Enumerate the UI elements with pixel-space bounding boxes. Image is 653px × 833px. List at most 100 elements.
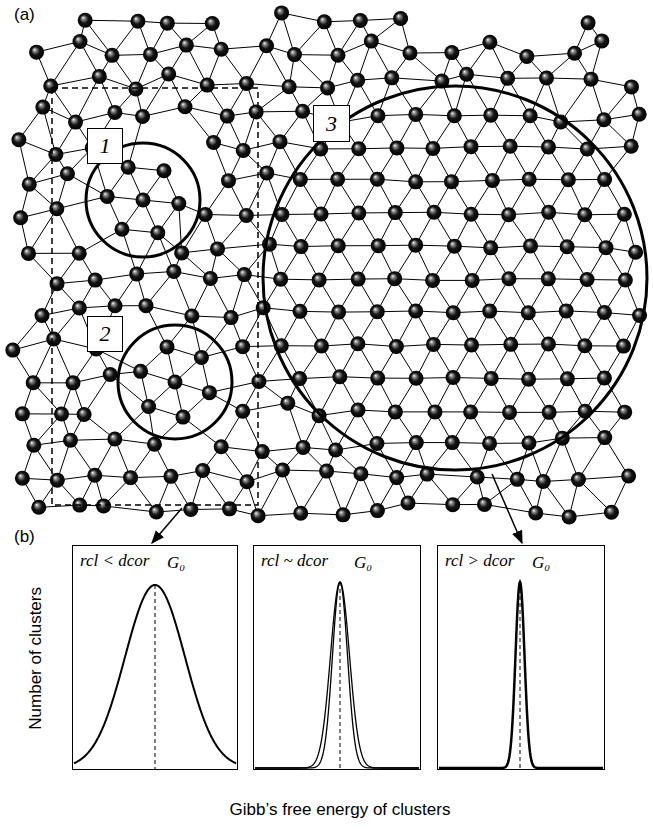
atom-sphere [482,436,497,451]
atom-sphere [259,165,274,180]
bond-line [258,470,282,516]
atom-sphere [13,210,28,225]
atom-sphere [179,38,194,53]
atom-sphere [26,375,41,390]
atom-sphere [60,166,75,181]
atom-sphere [63,433,78,448]
atom-sphere [628,245,643,260]
axis-label: Number of clusters [27,587,46,730]
bond-line [29,253,80,254]
atom-sphere [353,466,368,481]
atom-sphere [350,336,365,351]
atom-sphere [92,69,107,84]
atom-sphere [521,305,536,320]
atom-sphere [402,46,417,61]
atom-sphere [178,99,193,114]
atom-sphere [370,503,385,518]
atom-sphere [596,112,611,127]
atom-sphere [214,42,229,57]
atom-sphere [128,81,143,96]
mean-line [155,585,156,769]
atom-sphere [483,240,498,255]
atom-sphere [203,271,218,286]
atom-sphere [332,369,347,384]
atom-sphere [296,440,311,455]
atom-sphere [541,139,556,154]
atom-sphere [72,246,87,261]
atom-sphere [135,109,150,124]
atom-sphere [214,439,229,454]
atom-sphere [26,438,41,453]
atom-sphere [222,501,237,516]
callout-number: 1 [100,135,111,157]
atom-sphere [351,205,366,220]
atom-sphere [15,406,30,421]
atom-sphere [409,435,424,450]
atom-sphere [464,207,479,222]
condition-label: rcl > dcor [445,552,514,571]
atom-sphere [616,339,631,354]
bond-line [561,79,591,122]
callout-box: 2 [87,316,123,352]
atom-sphere [259,38,274,53]
atom-sphere [72,34,87,49]
atom-sphere [370,371,385,386]
atom-sphere [425,141,440,156]
pointer-arrow [152,508,182,543]
atom-sphere [389,470,404,485]
atom-sphere [103,367,118,382]
atom-sphere [100,189,115,204]
atom-sphere [445,435,460,450]
atom-sphere [371,238,386,253]
atom-sphere [251,508,266,523]
atom-sphere [617,405,632,420]
atom-sphere [446,370,461,385]
atom-sphere [389,140,404,155]
atom-sphere [240,474,255,489]
atom-sphere [210,241,225,256]
atom-sphere [294,239,309,254]
atom-sphere [202,385,217,400]
atom-sphere [319,464,334,479]
pointer-arrow [492,474,522,543]
atom-sphere [577,338,592,353]
atom-sphere [163,469,178,484]
atom-sphere [370,304,385,319]
atom-sphere [541,205,556,220]
atom-sphere [559,303,574,318]
atom-sphere [78,13,93,28]
atom-sphere [237,267,252,282]
atom-sphere [519,49,534,64]
atom-sphere [96,498,111,513]
atom-sphere [194,350,209,365]
callout-number: 3 [326,113,337,135]
bond-line [51,41,80,86]
atom-sphere [482,304,497,319]
bond-line [392,78,442,81]
atom-sphere [48,147,63,162]
atom-sphere [351,272,366,287]
atom-sphere [408,107,423,122]
atom-sphere [597,430,612,445]
atom-sphere [336,507,351,522]
atom-sphere [272,134,287,149]
bond-line [427,474,477,477]
atom-sphere [500,71,515,86]
atom-sphere [561,172,576,187]
atom-sphere [157,163,172,178]
atom-sphere [464,139,479,154]
atom-sphere [317,14,332,29]
atom-sphere [560,239,575,254]
atom-sphere [54,407,69,422]
atom-sphere [331,238,346,253]
atom-sphere [483,108,498,123]
atom-sphere [560,371,575,386]
bond-line [209,381,259,392]
atom-sphere [21,246,36,261]
atom-sphere [632,107,647,122]
atom-sphere [35,100,50,115]
bond-line [484,504,535,513]
atom-sphere [114,222,129,237]
atom-sphere [522,172,537,187]
